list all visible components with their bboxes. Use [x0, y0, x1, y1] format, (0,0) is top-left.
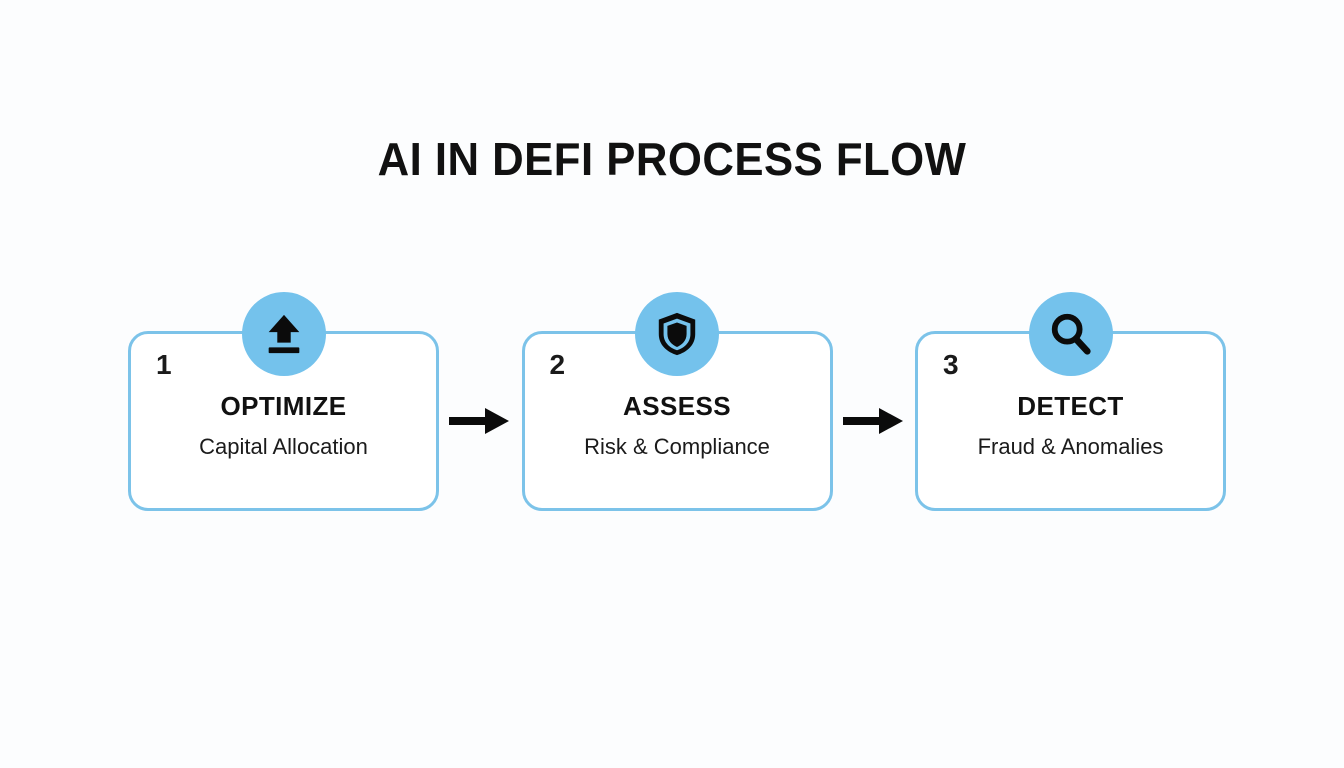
connector-2 — [835, 404, 913, 438]
step-title: DETECT — [1017, 391, 1124, 421]
arrow-right-icon — [449, 406, 511, 436]
step-card-text: ASSESS Risk & Compliance — [525, 391, 830, 460]
step-number: 3 — [943, 349, 959, 380]
search-icon — [1048, 311, 1094, 357]
step-subtitle: Risk & Compliance — [584, 433, 770, 459]
step-number: 1 — [156, 349, 172, 380]
step-subtitle: Capital Allocation — [199, 433, 368, 459]
step-subtitle: Fraud & Anomalies — [977, 433, 1164, 459]
step-card-text: DETECT Fraud & Anomalies — [918, 391, 1223, 460]
process-flow-row: 1 OPTIMIZE Capital Allocation — [128, 292, 1226, 512]
step-card-text: OPTIMIZE Capital Allocation — [131, 391, 436, 460]
upload-icon-badge — [241, 292, 326, 376]
page-title: AI IN DEFI PROCESS FLOW — [377, 133, 967, 185]
connector-1 — [441, 404, 519, 438]
step-number: 2 — [549, 349, 566, 380]
arrow-right-icon — [842, 406, 905, 436]
step-card-assess[interactable]: 2 ASSESS Risk & Compliance — [521, 292, 833, 511]
search-icon-badge — [1028, 292, 1113, 376]
step-title: OPTIMIZE — [220, 391, 347, 421]
step-card-optimize[interactable]: 1 OPTIMIZE Capital Allocation — [128, 292, 439, 511]
shield-icon-badge — [635, 292, 719, 376]
step-title: ASSESS — [623, 391, 731, 421]
shield-icon — [655, 311, 699, 357]
step-card-detect[interactable]: 3 DETECT Fraud & Anomalies — [915, 292, 1226, 511]
upload-icon — [261, 311, 307, 357]
